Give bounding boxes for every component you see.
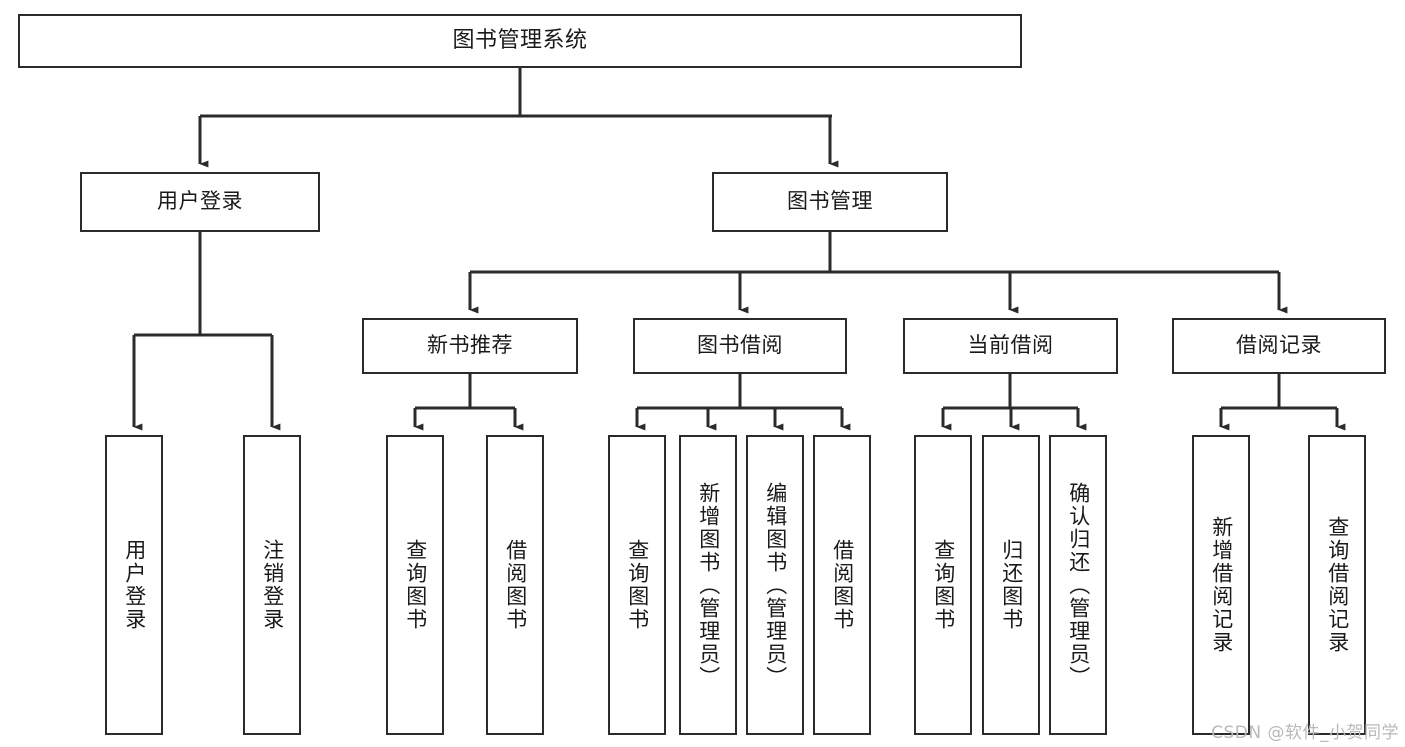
node-label-leaf-cur-return: 归还图书 (999, 539, 1024, 631)
node-label-leaf-user-login: 用户登录 (122, 539, 147, 631)
node-leaf-rec-borrow[interactable]: 借阅图书 (486, 435, 544, 735)
node-new-book-rec[interactable]: 新书推荐 (362, 318, 578, 374)
node-label-book-manage: 图书管理 (787, 189, 873, 214)
node-label-leaf-rec-query2: 查询借阅记录 (1325, 516, 1350, 654)
node-label-leaf-rec-add: 新增借阅记录 (1209, 516, 1234, 654)
node-label-leaf-user-logout: 注销登录 (260, 539, 285, 631)
node-label-leaf-rec-borrow: 借阅图书 (503, 539, 528, 631)
node-leaf-user-logout[interactable]: 注销登录 (243, 435, 301, 735)
node-leaf-rec-query[interactable]: 查询图书 (386, 435, 444, 735)
node-label-leaf-borrow-lend: 借阅图书 (830, 539, 855, 631)
node-book-borrow[interactable]: 图书借阅 (633, 318, 847, 374)
node-label-leaf-rec-query: 查询图书 (403, 539, 428, 631)
node-label-leaf-borrow-query: 查询图书 (625, 539, 650, 631)
node-label-book-borrow: 图书借阅 (697, 333, 783, 358)
node-label-user-login: 用户登录 (157, 189, 243, 214)
node-leaf-rec-add[interactable]: 新增借阅记录 (1192, 435, 1250, 735)
node-leaf-rec-query2[interactable]: 查询借阅记录 (1308, 435, 1366, 735)
node-leaf-borrow-edit[interactable]: 编辑图书（管理员） (746, 435, 804, 735)
node-leaf-borrow-query[interactable]: 查询图书 (608, 435, 666, 735)
node-leaf-cur-confirm[interactable]: 确认归还（管理员） (1049, 435, 1107, 735)
node-label-leaf-cur-query: 查询图书 (931, 539, 956, 631)
watermark: CSDN @软件_小贺同学 (1211, 723, 1399, 743)
node-leaf-borrow-lend[interactable]: 借阅图书 (813, 435, 871, 735)
node-label-leaf-borrow-edit: 编辑图书（管理员） (763, 481, 788, 689)
node-label-leaf-cur-confirm: 确认归还（管理员） (1066, 481, 1091, 689)
node-book-manage[interactable]: 图书管理 (712, 172, 948, 232)
node-leaf-cur-return[interactable]: 归还图书 (982, 435, 1040, 735)
node-label-leaf-borrow-add: 新增图书（管理员） (696, 481, 721, 689)
node-label-borrow-record: 借阅记录 (1236, 333, 1322, 358)
node-leaf-borrow-add[interactable]: 新增图书（管理员） (679, 435, 737, 735)
node-label-new-book-rec: 新书推荐 (427, 333, 513, 358)
node-borrow-record[interactable]: 借阅记录 (1172, 318, 1386, 374)
node-leaf-cur-query[interactable]: 查询图书 (914, 435, 972, 735)
node-root[interactable]: 图书管理系统 (18, 14, 1022, 68)
node-label-current-borrow: 当前借阅 (967, 333, 1054, 358)
node-leaf-user-login[interactable]: 用户登录 (105, 435, 163, 735)
node-label-root: 图书管理系统 (452, 27, 588, 53)
node-current-borrow[interactable]: 当前借阅 (903, 318, 1118, 374)
node-user-login[interactable]: 用户登录 (80, 172, 320, 232)
